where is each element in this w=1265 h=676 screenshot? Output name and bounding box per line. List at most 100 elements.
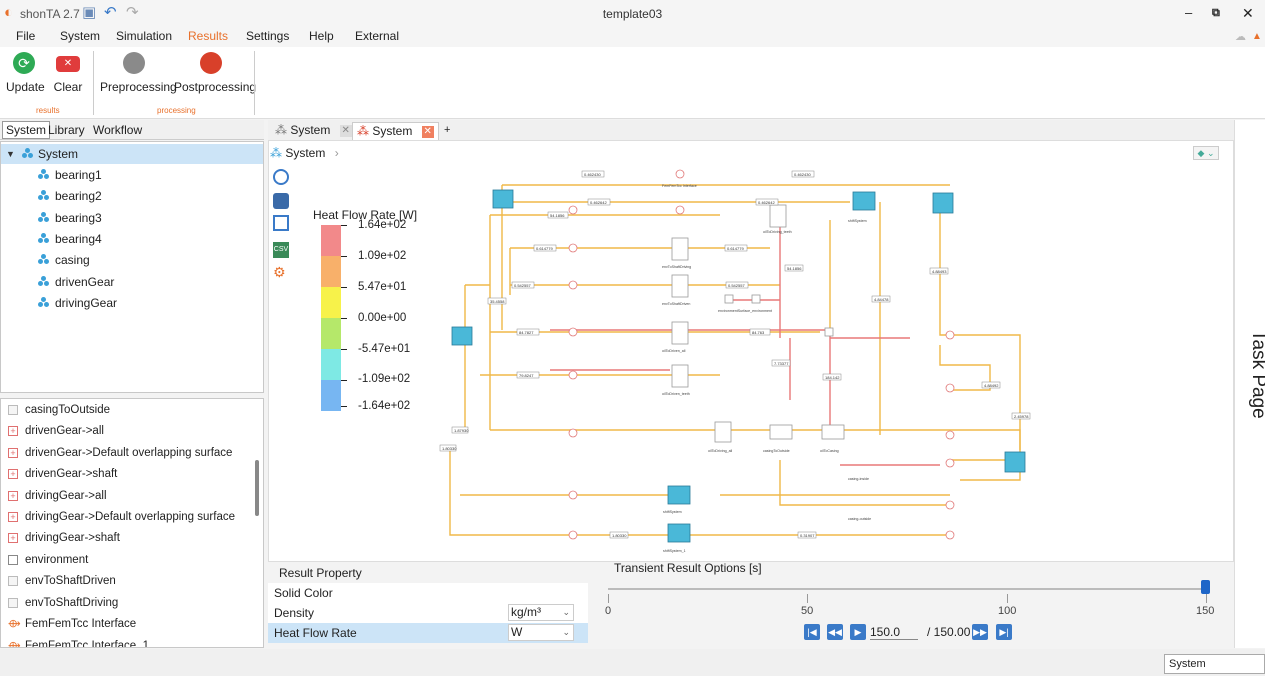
slider-handle[interactable] (1201, 580, 1210, 594)
oil-block[interactable] (671, 274, 689, 298)
expand-plus-icon[interactable]: + (8, 491, 18, 501)
restore-icon[interactable]: ⧉ (1212, 7, 1220, 19)
shift-system-node[interactable] (667, 523, 691, 543)
interface-marker[interactable] (675, 205, 685, 215)
environment-block[interactable] (751, 294, 761, 304)
view-options-dropdown[interactable]: ◆ ⌄ (1193, 146, 1219, 160)
list-item[interactable]: casingToOutside (1, 400, 251, 421)
export-icon[interactable] (273, 215, 289, 231)
list-item[interactable]: +drivenGear->shaft (1, 464, 251, 485)
cloud-icon[interactable]: ☁ (1235, 31, 1246, 43)
list-item[interactable]: environment (1, 550, 251, 571)
heat-flow-unit-select[interactable]: W ⌄ (508, 624, 574, 641)
oil-block[interactable] (671, 364, 689, 388)
close-tab-icon[interactable]: ✕ (421, 125, 434, 138)
interface-marker[interactable] (568, 490, 578, 500)
save-icon[interactable]: ▣ (82, 4, 97, 21)
tree-item-bearing2[interactable]: bearing2 (1, 186, 263, 206)
oil-block[interactable] (769, 204, 787, 228)
diagram-canvas[interactable] (268, 140, 1234, 562)
interface-marker[interactable] (945, 530, 955, 540)
minimize-icon[interactable]: – (1185, 5, 1193, 20)
tree-item-bearing1[interactable]: bearing1 (1, 165, 263, 185)
expand-plus-icon[interactable]: + (8, 448, 18, 458)
casing-block[interactable] (769, 424, 793, 440)
shift-system-node[interactable] (932, 192, 954, 214)
play-button[interactable]: ▶ (850, 624, 866, 640)
current-time-input[interactable]: 150.0 (870, 624, 918, 640)
close-tab-icon[interactable]: ✕ (339, 124, 352, 137)
tree-item-drivinggear[interactable]: drivingGear (1, 293, 263, 313)
interface-marker[interactable] (568, 327, 578, 337)
oil-block[interactable] (714, 421, 732, 443)
casing-block[interactable] (821, 424, 845, 440)
clear-button[interactable]: ✕ Clear (53, 56, 83, 94)
expand-plus-icon[interactable]: + (8, 512, 18, 522)
warning-icon[interactable]: ▲ (1252, 31, 1262, 42)
step-forward-button[interactable]: ▶▶ (972, 624, 988, 640)
interface-marker[interactable] (945, 383, 955, 393)
tree-item-casing[interactable]: casing (1, 250, 263, 270)
update-button[interactable]: ⟳ Update (6, 52, 45, 94)
property-row-heat-flow-rate[interactable]: Heat Flow Rate W ⌄ (268, 623, 588, 643)
menu-results[interactable]: Results (188, 29, 229, 43)
add-tab-button[interactable]: + (444, 124, 451, 136)
tab-system-postprocessing[interactable]: ⁂ System ✕ (352, 122, 439, 140)
shift-system-node[interactable] (1004, 451, 1026, 473)
list-item[interactable]: ⟴FemFemTcc Interface (8, 618, 137, 630)
undo-icon[interactable]: ↶ (104, 4, 117, 21)
interface-marker[interactable] (568, 280, 578, 290)
interface-marker[interactable] (675, 169, 685, 179)
task-page-panel[interactable]: Task Page (1234, 120, 1265, 648)
shift-system-node[interactable] (667, 485, 691, 505)
zoom-fit-icon[interactable] (273, 169, 289, 185)
oil-block[interactable] (671, 321, 689, 345)
preprocessing-button[interactable]: Preprocessing (100, 52, 177, 94)
tree-item-bearing4[interactable]: bearing4 (1, 229, 263, 249)
menu-file[interactable]: File (16, 29, 36, 43)
tab-system[interactable]: System (2, 121, 51, 139)
list-item[interactable]: ⟴FemFemTcc Interface_1 (1, 636, 251, 647)
menu-simulation[interactable]: Simulation (116, 29, 173, 43)
redo-icon[interactable]: ↷ (126, 4, 139, 21)
list-item[interactable]: +drivingGear->Default overlapping surfac… (1, 507, 251, 528)
property-row-solid-color[interactable]: Solid Color (274, 586, 333, 600)
shift-system-node[interactable] (451, 326, 473, 346)
list-item[interactable]: envToShaftDriven (1, 571, 251, 592)
slider-track[interactable] (608, 588, 1206, 590)
menu-system[interactable]: System (60, 29, 101, 43)
interface-marker[interactable] (568, 428, 578, 438)
property-row-density[interactable]: Density kg/m³ ⌄ (268, 603, 588, 623)
interface-marker[interactable] (568, 205, 578, 215)
menu-settings[interactable]: Settings (246, 29, 290, 43)
expand-plus-icon[interactable]: + (8, 469, 18, 479)
csv-export-icon[interactable]: CSV (273, 242, 289, 258)
expand-icon[interactable]: ▼ (6, 149, 15, 159)
tab-workflow[interactable]: Workflow (93, 123, 143, 137)
list-item[interactable]: envToShaftDriving (1, 593, 251, 614)
skip-to-end-button[interactable]: ▶| (996, 624, 1012, 640)
interface-marker[interactable] (568, 370, 578, 380)
list-item[interactable]: +drivingGear->all (1, 486, 251, 507)
oil-block[interactable] (671, 237, 689, 261)
interface-marker[interactable] (945, 330, 955, 340)
junction-block[interactable] (824, 327, 834, 337)
tree-item-drivengear[interactable]: drivenGear (1, 272, 263, 292)
postprocessing-button[interactable]: Postprocessing (174, 52, 256, 94)
step-back-button[interactable]: ◀◀ (827, 624, 843, 640)
expand-plus-icon[interactable]: + (8, 533, 18, 543)
time-slider[interactable]: 0 50 100 150 |◀ ◀◀ ▶ 150.0 / 150.00 ▶▶ ▶… (600, 580, 1232, 642)
interface-marker[interactable] (568, 530, 578, 540)
list-item[interactable]: +drivingGear->shaft (1, 528, 251, 549)
list-item[interactable]: +drivenGear->all (1, 421, 251, 442)
tab-system-preprocessing[interactable]: ⁂ System ✕ (275, 123, 352, 137)
interface-marker[interactable] (568, 243, 578, 253)
shift-system-node[interactable] (492, 189, 514, 209)
environment-block[interactable] (724, 294, 734, 304)
tab-library[interactable]: Library (48, 123, 85, 137)
camera-icon[interactable] (273, 193, 289, 209)
settings-gear-icon[interactable]: ⚙ (273, 264, 286, 280)
interface-marker[interactable] (945, 458, 955, 468)
interface-marker[interactable] (945, 430, 955, 440)
tree-item-system[interactable]: ▼ System (1, 144, 263, 164)
